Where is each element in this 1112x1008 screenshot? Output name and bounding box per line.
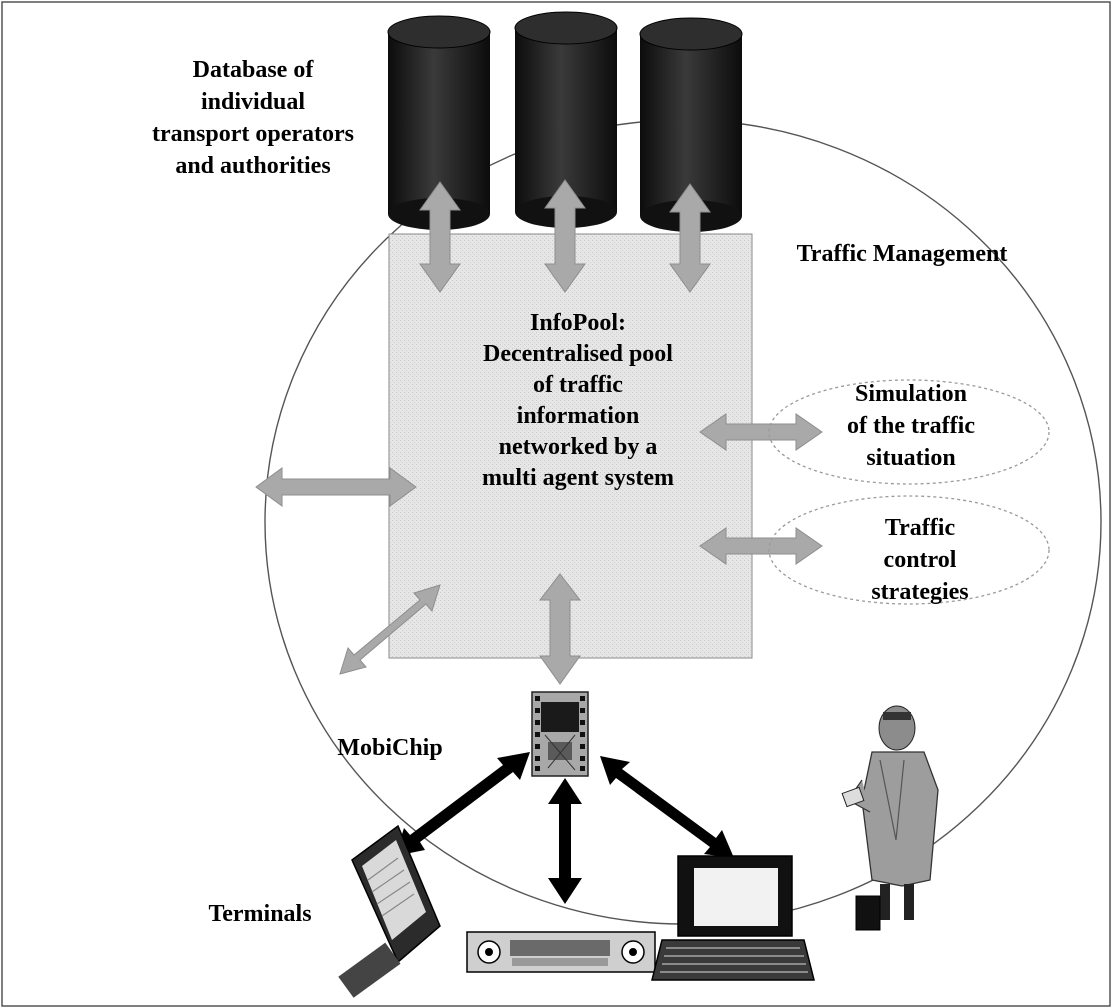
black-arrows: [395, 752, 734, 904]
grey-arrows: [255, 179, 823, 685]
infopool-simulation-arrow: [699, 413, 823, 451]
person-with-device-icon: [841, 705, 939, 931]
microchip-icon: [531, 691, 589, 777]
simulation-ellipse: [768, 379, 1050, 485]
mobichip-pda-arrow: [395, 752, 530, 856]
db3-infopool-arrow: [669, 183, 711, 293]
pda-terminal-icon: [338, 824, 441, 998]
infopool-left-arrow: [255, 467, 417, 507]
infopool-mobichip-arrow: [538, 573, 582, 685]
mobichip-laptop-arrow: [600, 756, 734, 858]
laptop-terminal-icon: [651, 855, 815, 981]
infopool-label: InfoPool: Decentralised pool of traffic …: [482, 310, 674, 491]
mobichip-radio-arrow: [548, 778, 582, 904]
database-label: Database of individual transport operato…: [152, 57, 354, 179]
simulation-label: Simulation of the traffic situation: [847, 381, 975, 471]
traffic-management-label: Traffic Management: [796, 241, 1008, 267]
mobichip-label: MobiChip: [337, 735, 443, 761]
infopool-diagonal-arrow: [339, 584, 441, 675]
terminals-label: Terminals: [208, 901, 312, 927]
traffic-control-ellipse: [768, 495, 1050, 605]
car-radio-terminal-icon: [466, 931, 656, 973]
infopool-control-arrow: [699, 527, 823, 565]
traffic-control-label: Traffic control strategies: [871, 515, 969, 605]
db1-infopool-arrow: [419, 181, 461, 293]
db2-infopool-arrow: [544, 179, 586, 293]
